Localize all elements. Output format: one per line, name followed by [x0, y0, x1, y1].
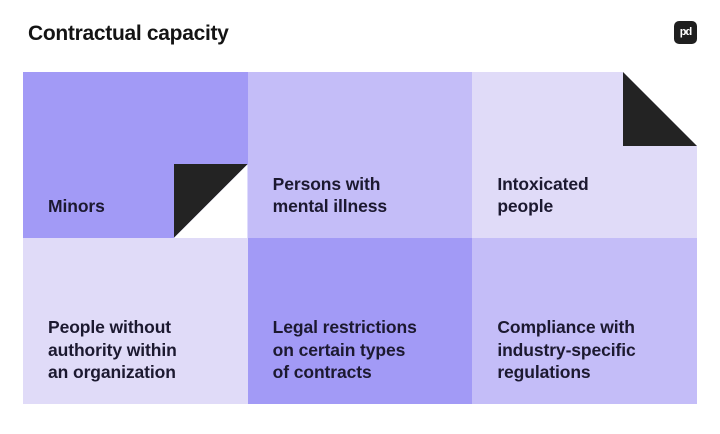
cell-label-no-authority: People without authority within an organ… [48, 316, 177, 383]
cell-label-legal-restrictions: Legal restrictions on certain types of c… [272, 316, 417, 383]
cell-no-authority: People without authority within an organ… [23, 238, 248, 404]
cell-minors: Minors [23, 72, 248, 238]
pandadoc-logo-icon: pd [674, 21, 697, 44]
fold-cut-shape [173, 164, 248, 238]
folded-corner-icon [623, 72, 697, 146]
cell-label-minors: Minors [48, 196, 105, 217]
folded-corner-icon [173, 164, 248, 238]
fold-flap-shape [623, 72, 697, 146]
cell-legal-restrictions: Legal restrictions on certain types of c… [247, 238, 473, 404]
cell-compliance: Compliance with industry-specific regula… [472, 238, 697, 404]
cell-label-compliance: Compliance with industry-specific regula… [497, 316, 636, 383]
cell-intoxicated: Intoxicated people [472, 72, 697, 238]
page-title: Contractual capacity [28, 22, 229, 45]
pandadoc-logo-text: pd [679, 26, 692, 38]
fold-cut-shape [623, 72, 697, 146]
cell-label-mental-illness: Persons with mental illness [272, 173, 387, 217]
capacity-grid: Minors Persons with mental illness Intox… [23, 72, 697, 404]
cell-label-intoxicated: Intoxicated people [497, 173, 589, 217]
cell-mental-illness: Persons with mental illness [247, 72, 473, 238]
fold-flap-shape [173, 164, 248, 238]
